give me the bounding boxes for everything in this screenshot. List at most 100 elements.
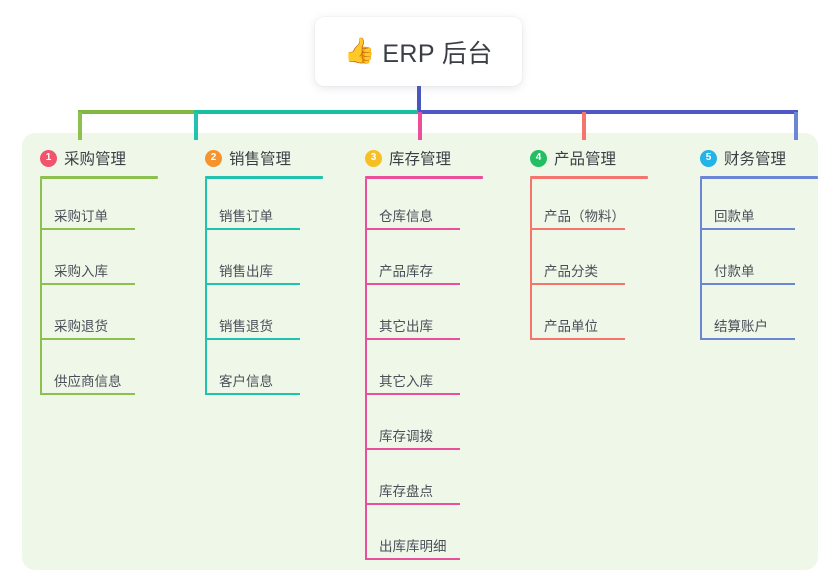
branch-column-1: 1 采购管理 采购订单 采购入库 采购退货 供应商信息 (40, 147, 158, 399)
leaf-underline (205, 283, 300, 285)
list-item[interactable]: 仓库信息 (365, 179, 483, 234)
root-node[interactable]: 👍 ERP 后台 (315, 17, 522, 86)
leaf-underline (530, 228, 625, 230)
list-item[interactable]: 库存盘点 (365, 454, 483, 509)
leaf-underline (700, 338, 795, 340)
bus-bar-purple (418, 110, 798, 114)
leaf-label: 回款单 (714, 209, 755, 224)
leaf-underline (530, 338, 625, 340)
branch-column-3: 3 库存管理 仓库信息 产品库存 其它出库 其它入库 库存调拨 (365, 147, 483, 564)
list-item[interactable]: 出库库明细 (365, 509, 483, 564)
list-item[interactable]: 采购入库 (40, 234, 158, 289)
branch-items-3: 仓库信息 产品库存 其它出库 其它入库 库存调拨 库存盘点 (365, 179, 483, 564)
leaf-label: 销售出库 (219, 264, 273, 279)
branch-spine-2 (205, 179, 207, 395)
drop-line-3 (418, 112, 422, 140)
drop-line-5 (794, 112, 798, 140)
root-node-title: ERP 后台 (382, 39, 493, 68)
branch-title-1: 采购管理 (64, 151, 127, 168)
branch-header-2[interactable]: 2 销售管理 (205, 147, 323, 169)
list-item[interactable]: 产品分类 (530, 234, 648, 289)
leaf-label: 库存调拨 (379, 429, 433, 444)
leaf-label: 采购入库 (54, 264, 108, 279)
drop-line-4 (582, 112, 586, 140)
list-item[interactable]: 其它出库 (365, 289, 483, 344)
list-item[interactable]: 供应商信息 (40, 344, 158, 399)
list-item[interactable]: 采购退货 (40, 289, 158, 344)
drop-line-2 (194, 112, 198, 140)
leaf-label: 产品单位 (544, 319, 598, 334)
branch-header-1[interactable]: 1 采购管理 (40, 147, 158, 169)
leaf-underline (205, 338, 300, 340)
branch-badge-5: 5 (700, 149, 717, 167)
list-item[interactable]: 产品库存 (365, 234, 483, 289)
leaf-label: 出库库明细 (379, 539, 447, 554)
bus-bar-green (78, 110, 196, 114)
list-item[interactable]: 客户信息 (205, 344, 323, 399)
leaf-underline (365, 503, 460, 505)
leaf-underline (365, 558, 460, 560)
leaf-underline (365, 393, 460, 395)
leaf-underline (40, 228, 135, 230)
list-item[interactable]: 结算账户 (700, 289, 818, 344)
branch-header-5[interactable]: 5 财务管理 (700, 147, 818, 169)
list-item[interactable]: 库存调拨 (365, 399, 483, 454)
branch-badge-1: 1 (40, 149, 57, 167)
leaf-label: 产品（物料） (544, 209, 625, 224)
leaf-label: 采购退货 (54, 319, 108, 334)
branch-column-4: 4 产品管理 产品（物料） 产品分类 产品单位 (530, 147, 648, 344)
leaf-underline (700, 228, 795, 230)
diagram-background-panel (22, 133, 818, 570)
branch-underline-4 (530, 176, 648, 179)
leaf-label: 其它入库 (379, 374, 433, 389)
leaf-label: 结算账户 (714, 319, 768, 334)
leaf-underline (365, 338, 460, 340)
leaf-underline (205, 393, 300, 395)
leaf-label: 库存盘点 (379, 484, 433, 499)
leaf-label: 销售退货 (219, 319, 273, 334)
branch-column-2: 2 销售管理 销售订单 销售出库 销售退货 客户信息 (205, 147, 323, 399)
branch-spine-4 (530, 179, 532, 340)
branch-underline-1 (40, 176, 158, 179)
thumbs-up-icon: 👍 (344, 36, 376, 65)
leaf-label: 客户信息 (219, 374, 273, 389)
leaf-label: 付款单 (714, 264, 755, 279)
list-item[interactable]: 产品单位 (530, 289, 648, 344)
branch-badge-4: 4 (530, 149, 547, 167)
branch-spine-5 (700, 179, 702, 340)
branch-spine-1 (40, 179, 42, 395)
list-item[interactable]: 销售出库 (205, 234, 323, 289)
leaf-underline (205, 228, 300, 230)
branch-items-2: 销售订单 销售出库 销售退货 客户信息 (205, 179, 323, 399)
list-item[interactable]: 其它入库 (365, 344, 483, 399)
branch-title-5: 财务管理 (724, 151, 787, 168)
leaf-label: 仓库信息 (379, 209, 433, 224)
branch-title-3: 库存管理 (389, 151, 452, 168)
branch-items-5: 回款单 付款单 结算账户 (700, 179, 818, 344)
list-item[interactable]: 采购订单 (40, 179, 158, 234)
bus-bar-teal (194, 110, 420, 114)
branch-header-3[interactable]: 3 库存管理 (365, 147, 483, 169)
leaf-label: 产品库存 (379, 264, 433, 279)
branch-badge-3: 3 (365, 149, 382, 167)
leaf-underline (530, 283, 625, 285)
list-item[interactable]: 产品（物料） (530, 179, 648, 234)
branch-title-2: 销售管理 (229, 151, 292, 168)
leaf-label: 产品分类 (544, 264, 598, 279)
branch-underline-5 (700, 176, 818, 179)
root-node-content: 👍 ERP 后台 (344, 34, 492, 70)
branch-title-4: 产品管理 (554, 151, 617, 168)
leaf-label: 供应商信息 (54, 374, 122, 389)
list-item[interactable]: 回款单 (700, 179, 818, 234)
branch-underline-2 (205, 176, 323, 179)
list-item[interactable]: 付款单 (700, 234, 818, 289)
branch-header-4[interactable]: 4 产品管理 (530, 147, 648, 169)
list-item[interactable]: 销售退货 (205, 289, 323, 344)
root-stem (417, 86, 421, 112)
list-item[interactable]: 销售订单 (205, 179, 323, 234)
branch-badge-2: 2 (205, 149, 222, 167)
branch-items-4: 产品（物料） 产品分类 产品单位 (530, 179, 648, 344)
leaf-underline (365, 283, 460, 285)
drop-line-1 (78, 112, 82, 140)
